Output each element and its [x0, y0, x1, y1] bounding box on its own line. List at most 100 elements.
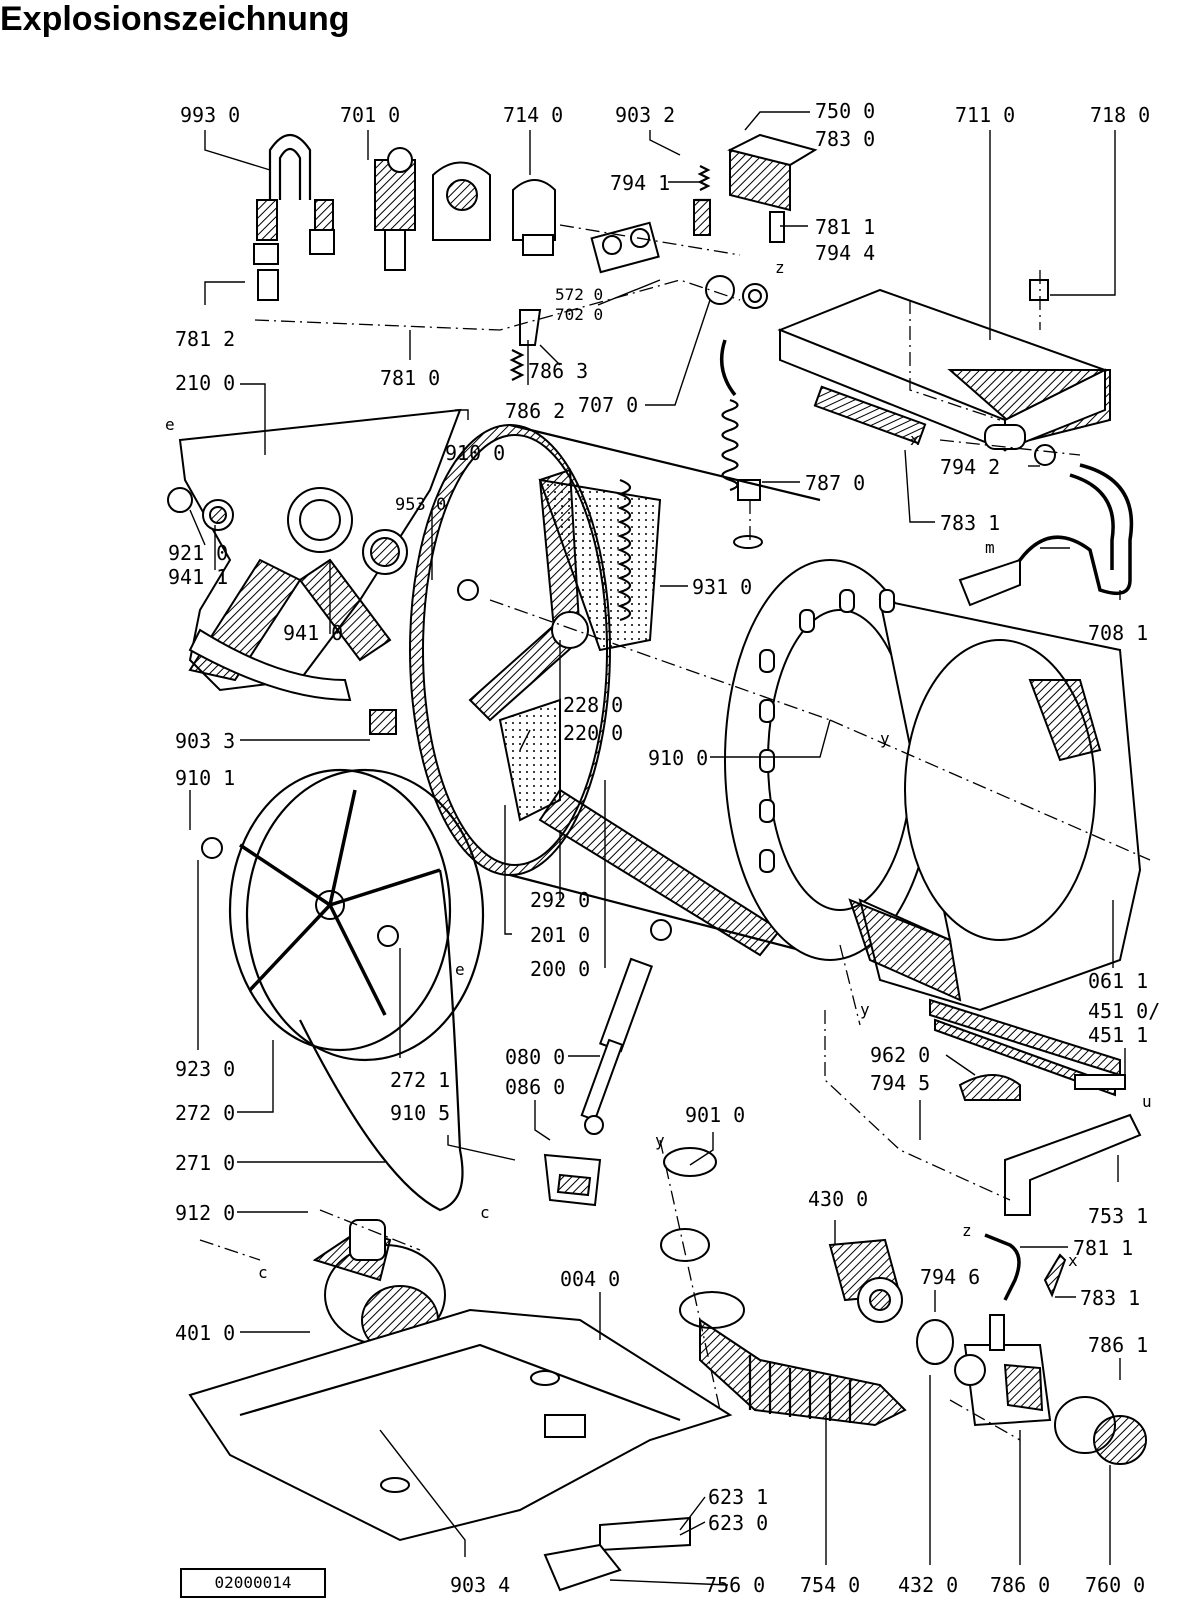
label-271-0: 271 0	[175, 1151, 235, 1175]
label-783-1-bottom: 783 1	[1080, 1286, 1140, 1310]
heater-451	[929, 998, 1126, 1097]
label-623-1: 623 1	[708, 1485, 768, 1509]
label-794-5: 794 5	[870, 1071, 930, 1095]
pump-432	[916, 1314, 1052, 1427]
label-750-0: 750 0	[815, 99, 875, 123]
detail-letters: e e z z x x m y y y u c c	[165, 258, 1152, 1282]
hose-781-1	[984, 1233, 1021, 1301]
label-756-0: 756 0	[705, 1573, 765, 1597]
label-201-0: 201 0	[530, 923, 590, 947]
overflow-hose-783-1	[813, 385, 1056, 466]
inlet-valve-701	[374, 147, 416, 271]
label-702-0: 702 0	[555, 305, 603, 324]
label-923-0: 923 0	[175, 1057, 235, 1081]
label-921-0: 921 0	[168, 541, 228, 565]
label-941-0: 941 0	[283, 621, 343, 645]
letter-c-2: c	[258, 1263, 268, 1282]
label-623-0: 623 0	[708, 1511, 768, 1535]
label-086-0: 086 0	[505, 1075, 565, 1099]
pipe-786-3	[509, 309, 542, 381]
label-200-0: 200 0	[530, 957, 590, 981]
label-903-3: 903 3	[175, 729, 235, 753]
label-228-0: 228 0	[563, 693, 623, 717]
letter-z-1: z	[775, 258, 785, 277]
label-451-0: 451 0/	[1088, 999, 1160, 1023]
label-707-0: 707 0	[578, 393, 638, 417]
label-794-6: 794 6	[920, 1265, 980, 1289]
label-210-0: 210 0	[175, 371, 235, 395]
label-783-1: 783 1	[940, 511, 1000, 535]
letter-z-2: z	[962, 1221, 972, 1240]
label-941-1: 941 1	[168, 565, 228, 589]
spring-794-1	[693, 165, 711, 236]
label-910-0-mid: 910 0	[648, 746, 708, 770]
label-903-2: 903 2	[615, 103, 675, 127]
drum-200	[409, 423, 821, 957]
valve-block-572	[590, 221, 660, 274]
drum-spring-931	[616, 478, 632, 622]
tub-front-061	[724, 559, 1142, 1012]
label-962-0: 962 0	[870, 1043, 930, 1067]
label-272-1: 272 1	[390, 1068, 450, 1092]
label-004-0: 004 0	[560, 1267, 620, 1291]
pressure-switch-714	[432, 161, 556, 256]
label-572-0: 572 0	[555, 285, 603, 304]
letter-y-3: y	[655, 1131, 665, 1150]
label-781-2: 781 2	[175, 327, 235, 351]
plate-623	[543, 1516, 691, 1592]
tub-rear-210	[178, 408, 462, 702]
drain-hose-708	[958, 463, 1134, 607]
label-910-1: 910 1	[175, 766, 235, 790]
pulley-272	[201, 768, 485, 1062]
label-794-4: 794 4	[815, 241, 875, 265]
letter-x-2: x	[1068, 1251, 1078, 1270]
label-714-0: 714 0	[503, 103, 563, 127]
label-787-0: 787 0	[805, 471, 865, 495]
label-903-4: 903 4	[450, 1573, 510, 1597]
page-title: Explosionszeichnung	[0, 0, 350, 38]
letter-x-1: x	[910, 430, 920, 449]
bracket-903-3	[369, 709, 397, 735]
filter-760	[1054, 1396, 1147, 1465]
label-753-1: 753 1	[1088, 1204, 1148, 1228]
label-781-1-top: 781 1	[815, 215, 875, 239]
belt-271	[299, 869, 464, 1212]
sensor-962	[958, 1074, 1021, 1101]
label-272-0: 272 0	[175, 1101, 235, 1125]
letter-m: m	[985, 538, 995, 557]
label-794-1: 794 1	[610, 171, 670, 195]
pressure-chamber-430	[828, 1238, 903, 1323]
label-760-0: 760 0	[1085, 1573, 1145, 1597]
letter-e-2: e	[455, 960, 465, 979]
label-910-5: 910 5	[390, 1101, 450, 1125]
label-781-1-bottom: 781 1	[1073, 1236, 1133, 1260]
hoses-707	[705, 275, 768, 309]
label-786-3: 786 3	[528, 359, 588, 383]
label-953-0: 953 0	[395, 495, 446, 515]
label-451-1: 451 1	[1088, 1023, 1148, 1047]
label-220-0: 220 0	[563, 721, 623, 745]
letter-y-1: y	[880, 729, 890, 748]
bracket-753	[1004, 1113, 1142, 1216]
holder-086	[543, 1153, 602, 1207]
label-786-0: 786 0	[990, 1573, 1050, 1597]
bellows-hose-787	[719, 339, 763, 549]
inlet-hose-993	[253, 133, 335, 301]
label-783-0: 783 0	[815, 127, 875, 151]
label-432-0: 432 0	[898, 1573, 958, 1597]
leader-lines	[189, 111, 1126, 1586]
label-718-0: 718 0	[1090, 103, 1150, 127]
dispenser-housing-711	[777, 288, 1111, 452]
label-754-0: 754 0	[800, 1573, 860, 1597]
label-786-2: 786 2	[505, 399, 565, 423]
label-701-0: 701 0	[340, 103, 400, 127]
bearing-941-1	[167, 487, 408, 575]
drain-hose-754	[660, 1147, 907, 1427]
label-901-0: 901 0	[685, 1103, 745, 1127]
label-080-0: 080 0	[505, 1045, 565, 1069]
drawing-code-box: 02000014	[180, 1568, 326, 1598]
label-786-1: 786 1	[1088, 1333, 1148, 1357]
label-931-0: 931 0	[692, 575, 752, 599]
hose-783-1b	[1043, 1253, 1067, 1298]
